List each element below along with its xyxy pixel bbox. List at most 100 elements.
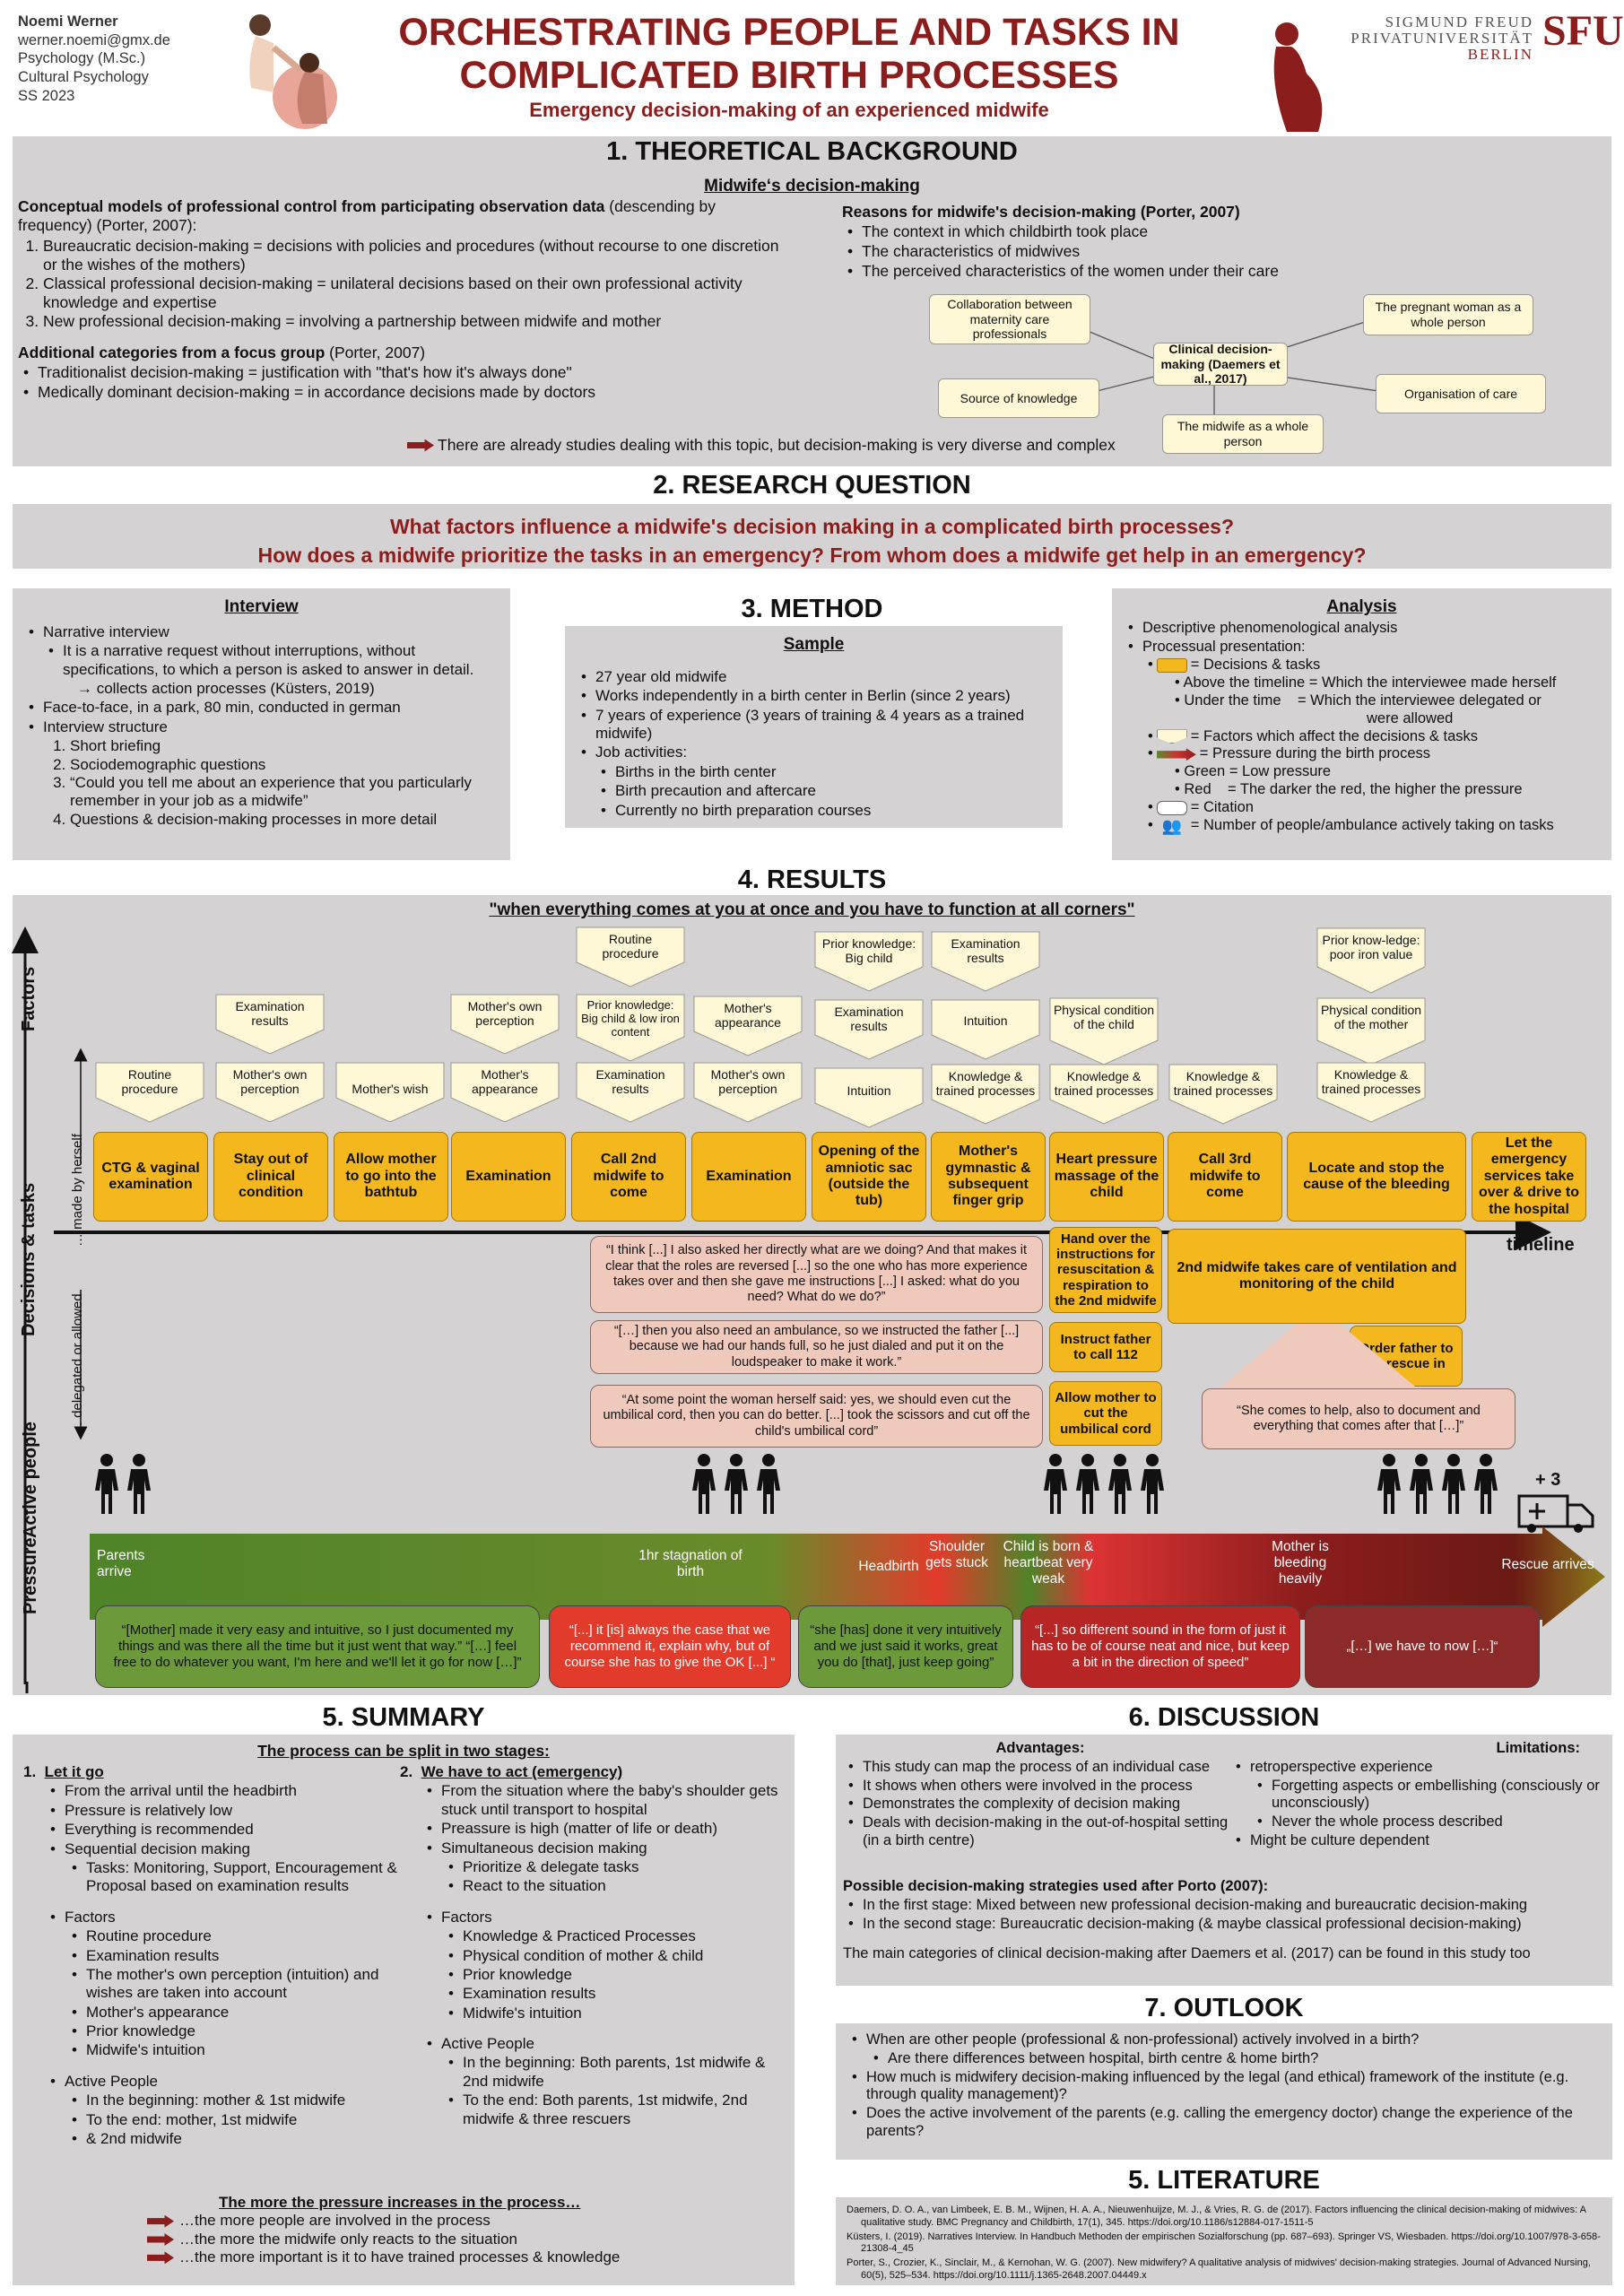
- decision-box: Mother's gymnastic & subsequent finger g…: [931, 1132, 1046, 1222]
- timeline-label: timeline: [1507, 1235, 1575, 1255]
- axis-label-decisions: Decisions & tasks: [19, 1182, 39, 1336]
- person-icon: [1440, 1453, 1467, 1516]
- factor-arrow: Mother's appearance: [450, 1062, 560, 1123]
- decision-box: Let the emergency services take over & d…: [1472, 1132, 1586, 1222]
- factor-arrow: Examination results: [215, 994, 325, 1055]
- section-title-summary: 5. SUMMARY: [322, 1703, 485, 1732]
- person-icon: [126, 1453, 152, 1516]
- section-title-research: 2. RESEARCH QUESTION: [653, 471, 971, 500]
- factor-arrow: Intuition: [931, 999, 1040, 1060]
- legend-people-icon: 👥: [1161, 816, 1182, 835]
- limitations: Limitations: retroperspective experience…: [1230, 1740, 1607, 1851]
- person-icon: [1074, 1453, 1101, 1516]
- pressure-label: Child is born & heartbeat very weak: [1003, 1539, 1094, 1587]
- reason-item: The context in which childbirth took pla…: [842, 222, 1344, 241]
- person-icon: [690, 1453, 717, 1516]
- factor-arrow: Mother's wish: [335, 1062, 445, 1123]
- factor-arrow: Examination results: [576, 1062, 685, 1123]
- delegated-box: Hand over the instructions for resuscita…: [1049, 1227, 1162, 1313]
- axis-label-pressure: Pressure: [21, 1537, 40, 1614]
- reference: Porter, S., Crozier, K., Sinclair, M., &…: [847, 2257, 1591, 2281]
- midwife-decision-subtitle: Midwife‘s decision-making: [704, 177, 920, 196]
- research-question-panel: What factors influence a midwife's decis…: [13, 504, 1611, 569]
- results-quote-title: "when everything comes at you at once an…: [489, 900, 1135, 919]
- author-email[interactable]: werner.noemi@gmx.de: [18, 31, 170, 48]
- model-item: Bureaucratic decision-making = decisions…: [43, 237, 789, 274]
- author-term: SS 2023: [18, 87, 75, 104]
- diagram-node-midwife-person: The midwife as a whole person: [1162, 414, 1324, 454]
- factor-arrow: Prior knowledge: Big child & low iron co…: [576, 994, 685, 1062]
- pressure-quote: „[…] we have to now […]“: [1305, 1605, 1540, 1688]
- delegated-box: Instruct father to call 112: [1049, 1322, 1162, 1372]
- title-line-1: ORCHESTRATING PEOPLE AND TASKS IN: [398, 11, 1180, 54]
- pressure-label: Parents arrive: [97, 1548, 145, 1579]
- pressure-quote: “she [has] done it very intuitively and …: [798, 1605, 1013, 1688]
- decision-box: Call 3rd midwife to come: [1168, 1132, 1282, 1222]
- pressure-conclusions: The more the pressure increases in the p…: [147, 2194, 775, 2267]
- additional-category: Medically dominant decision-making = in …: [18, 383, 789, 402]
- discussion-panel: Advantages: This study can map the proce…: [836, 1735, 1612, 1986]
- pressure-label: 1hr stagnation of birth: [638, 1548, 743, 1579]
- factor-arrow: Mother's own perception: [215, 1062, 325, 1123]
- diagram-node-collaboration: Collaboration between maternity care pro…: [929, 294, 1090, 344]
- person-icon: [723, 1453, 750, 1516]
- section-title-method: 3. METHOD: [741, 595, 883, 623]
- model-item: New professional decision-making = invol…: [43, 312, 789, 331]
- factor-arrow: Prior knowledge: Big child: [814, 931, 924, 992]
- decision-box: Call 2nd midwife to come: [571, 1132, 686, 1222]
- factor-arrow: Mother's appearance: [693, 996, 803, 1057]
- decision-box: CTG & vaginal examination: [93, 1132, 208, 1222]
- factor-arrow: Prior know-ledge: poor iron value: [1316, 927, 1426, 994]
- factor-arrow: Intuition: [814, 1067, 924, 1128]
- person-icon: [755, 1453, 782, 1516]
- legend-pressure-icon: [1156, 748, 1196, 761]
- literature-panel: Daemers, D. O. A., van Limbeek, E. B. M.…: [836, 2197, 1612, 2285]
- pressure-label: Headbirth: [858, 1559, 919, 1574]
- interview-panel: Interview Narrative interview It is a na…: [13, 588, 510, 860]
- arrow-right-icon: [407, 439, 434, 452]
- sfu-logo: SFU: [1542, 7, 1624, 55]
- advantages: Advantages: This study can map the proce…: [843, 1740, 1238, 1851]
- decision-box: Locate and stop the cause of the bleedin…: [1287, 1132, 1466, 1222]
- poster-subtitle: Emergency decision-making of an experien…: [529, 99, 1049, 121]
- factor-arrow: Routine procedure: [95, 1062, 204, 1123]
- legend-decision-icon: [1156, 658, 1187, 674]
- person-icon: [1472, 1453, 1499, 1516]
- pressure-label: Shoulder gets stuck: [925, 1539, 988, 1570]
- header: Noemi Werner werner.noemi@gmx.de Psychol…: [0, 0, 1624, 135]
- axis-label-factors: Factors: [19, 966, 39, 1031]
- reference: Küsters, I. (2019). Narratives Interview…: [847, 2231, 1601, 2255]
- decision-box: Opening of the amniotic sac (outside the…: [812, 1132, 926, 1222]
- section-title-literature: 5. LITERATURE: [1128, 2166, 1320, 2195]
- author-degree: Psychology (M.Sc.): [18, 50, 146, 67]
- decision-box: Examination: [691, 1132, 806, 1222]
- reason-item: The characteristics of midwives: [842, 242, 1344, 261]
- pressure-label: Mother is bleeding heavily: [1272, 1539, 1329, 1587]
- citation-quote: “I think [...] I also asked her directly…: [590, 1236, 1043, 1313]
- legend-factor-icon: [1156, 729, 1187, 744]
- axis-label-herself: … made by herself: [70, 1134, 85, 1247]
- factor-arrow: Knowledge & trained processes: [1168, 1064, 1278, 1125]
- decision-box: Examination: [451, 1132, 566, 1222]
- factor-arrow: Physical condition of the child: [1049, 997, 1159, 1065]
- research-question-1: What factors influence a midwife's decis…: [389, 515, 1235, 538]
- citation-quote: “She comes to help, also to document and…: [1202, 1388, 1515, 1449]
- factor-arrow: Routine procedure: [576, 926, 685, 987]
- sample-panel: Sample 27 year old midwife Works indepen…: [565, 626, 1063, 828]
- reason-item: The perceived characteristics of the wom…: [842, 262, 1344, 281]
- axis-label-delegated: … delegated or allowed: [70, 1293, 85, 1435]
- person-icon: [1139, 1453, 1166, 1516]
- reasons-block: Reasons for midwife's decision-making (P…: [842, 203, 1344, 282]
- analysis-panel: Analysis Descriptive phenomenological an…: [1112, 588, 1611, 860]
- diagram-node-source-knowledge: Source of knowledge: [938, 378, 1099, 418]
- pressure-quote: “[Mother] made it very easy and intuitiv…: [95, 1605, 540, 1688]
- factor-arrow: Examination results: [814, 999, 924, 1060]
- arrow-right-icon: [147, 2251, 174, 2265]
- pregnant-woman-icon: [1273, 22, 1323, 132]
- additional-category: Traditionalist decision-making = justifi…: [18, 363, 789, 382]
- person-icon: [1107, 1453, 1133, 1516]
- university-name: SIGMUND FREUD PRIVATUNIVERSITÄT BERLIN: [1350, 13, 1533, 63]
- research-question-2: How does a midwife prioritize the tasks …: [257, 543, 1367, 567]
- pressure-label: Rescue arrives: [1501, 1557, 1594, 1572]
- summary-stage-1: 1. Let it go From the arrival until the …: [23, 1763, 400, 2149]
